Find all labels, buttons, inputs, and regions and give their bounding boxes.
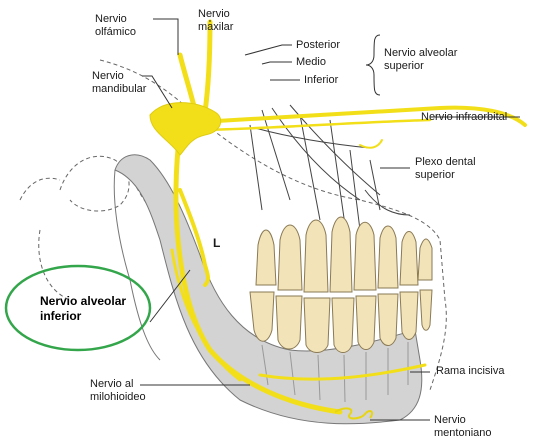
upper-teeth — [256, 217, 432, 292]
label-medio: Medio — [296, 56, 326, 69]
trigeminal-ganglion — [150, 103, 221, 155]
brace — [366, 35, 380, 95]
label-posterior: Posterior — [296, 39, 340, 52]
label-rama-incisiva: Rama incisiva — [436, 365, 504, 378]
label-nervio-infraorbital: Nervio infraorbital — [421, 111, 507, 124]
label-inferior: Inferior — [304, 74, 338, 87]
label-l: L — [213, 237, 220, 250]
